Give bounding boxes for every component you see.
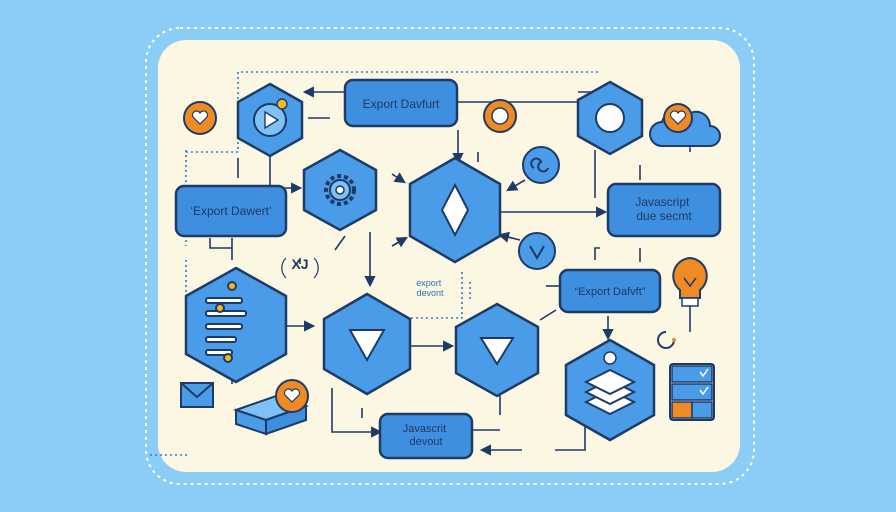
card-block[interactable] [232,379,310,436]
outer-dashed-frame [145,27,755,485]
export-devont-text: export devont [416,278,444,298]
triangle-down-icon [348,329,386,363]
triangle-down-icon [479,337,515,366]
heart-icon [191,110,209,125]
export-davfurt-label: Export Davfurt [363,97,440,111]
javascript-due-secmt-box[interactable]: Javascript due secmt [606,182,722,238]
export-dawert-label: ‘Export Dawert’ [190,204,271,218]
cloud-heart-node[interactable] [649,103,721,147]
layers-node[interactable] [564,338,656,442]
orange-circle-left[interactable] [183,101,217,135]
triangle-node-2[interactable] [454,302,540,398]
refresh-icon[interactable] [657,331,676,349]
chevron-down-icon [529,245,545,260]
diamond-node[interactable] [408,156,502,264]
gear-icon [324,174,356,206]
checklist-icon[interactable] [669,363,715,421]
javascript-due-secmt-label: Javascript due secmt [635,195,692,223]
triangle-node-1[interactable] [322,292,412,396]
list-node[interactable] [184,266,288,384]
play-node[interactable] [236,82,304,158]
export-dafvft-label: “Export Dafvft” [575,286,646,298]
export-dafvft-box[interactable]: “Export Dafvft” [558,268,662,314]
swirl-node[interactable] [522,146,560,184]
javascrit-devout-box[interactable]: Javascrit devout [378,412,474,460]
layers-icon [583,368,637,416]
swirl-icon [530,157,549,173]
envelope-icon[interactable] [180,382,214,408]
orange-circle-top[interactable] [483,99,517,133]
circle-node[interactable] [576,80,644,156]
lightbulb-node[interactable] [672,256,708,307]
chevron-node[interactable] [518,232,556,270]
export-dawert-box[interactable]: ‘Export Dawert’ [174,184,288,238]
gear-node[interactable] [302,148,378,232]
diamond-arrows [391,152,479,248]
xj-text: XJ [291,256,308,272]
circle-icon [491,107,509,125]
diamond-icon [440,182,470,238]
list-icon [205,281,247,363]
heart-icon [283,388,301,403]
export-davfurt-box[interactable]: Export Davfurt [343,78,459,128]
javascrit-devout-label: Javascrit devout [403,423,449,448]
